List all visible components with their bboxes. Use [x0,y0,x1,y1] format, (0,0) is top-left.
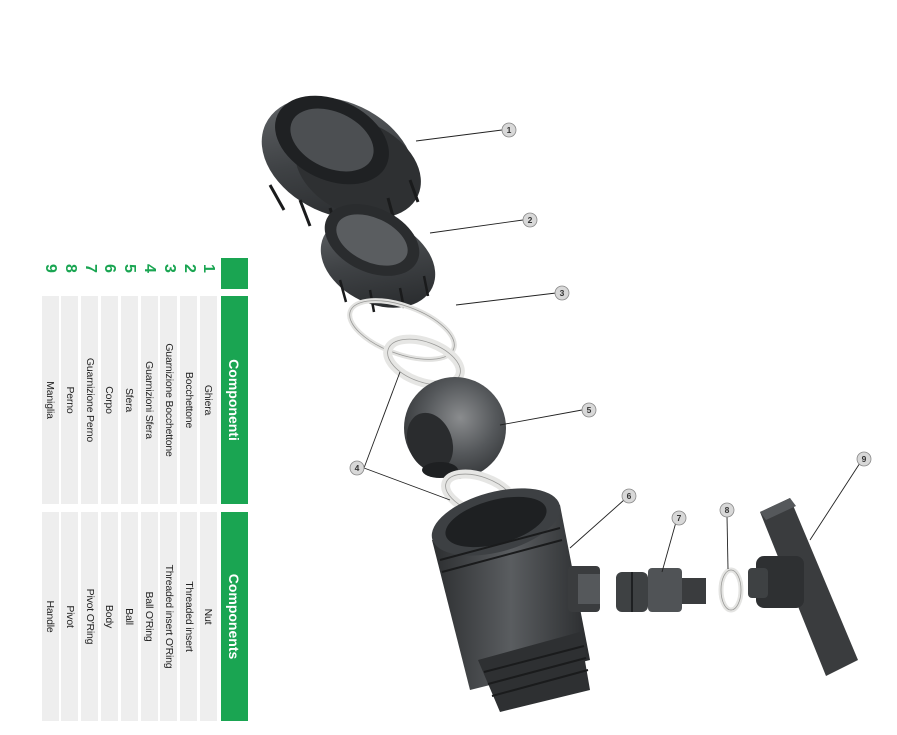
callout-7: 7 [671,510,687,526]
row-italian-name: Guarnizioni Sfera [140,296,158,504]
row-number: 9 [42,264,60,273]
row-italian-name: Bocchettone [180,296,198,504]
row-number: 5 [121,264,139,273]
row-english-name: Nut [200,512,217,721]
row-italian-name: Ghiera [200,296,217,504]
row-number: 1 [200,264,218,273]
row-english-name: Pivot O'Ring [81,512,99,721]
row-number: 4 [141,264,159,273]
part-ball-oring-upper-edge [387,338,461,386]
callout-7-label: 7 [677,513,682,523]
callout-2: 2 [522,212,538,228]
part-threaded-insert [320,204,436,313]
row-italian-name: Maniglia [41,296,59,504]
callout-1-label: 1 [507,125,512,135]
row-italian-name: Perno [61,296,79,504]
table-header-english: Components [221,512,248,721]
row-english-name: Threaded insert O'Ring [160,512,178,721]
part-nut [261,95,421,233]
part-pivot [616,568,706,612]
table-header-italian: Componenti [221,296,248,504]
callout-9: 9 [856,451,872,467]
callout-8-label: 8 [725,505,730,515]
part-ball [404,377,506,479]
row-italian-name: Guarnizione Bocchettone [160,296,178,504]
row-number: 2 [180,264,198,273]
callout-4-label: 4 [355,463,360,473]
row-italian-name: Corpo [101,296,118,504]
row-number: 6 [101,264,119,273]
row-number: 7 [81,264,99,273]
callout-6-label: 6 [627,491,632,501]
row-english-name: Handle [41,512,59,721]
row-english-name: Threaded insert [180,512,198,721]
part-handle [748,498,858,676]
callout-9-label: 9 [862,454,867,464]
row-italian-name: Sfera [120,296,138,504]
row-english-name: Ball [120,512,138,721]
row-english-name: Ball O'Ring [140,512,158,721]
table-header-num [221,258,248,289]
callout-1: 1 [501,122,517,138]
row-english-name: Pivot [61,512,79,721]
callout-4: 4 [349,460,365,476]
callout-5-label: 5 [587,405,592,415]
part-threaded-insert-oring-edge [349,300,455,360]
leader-lines [363,129,861,573]
table-header-row: Componenti Components [221,258,248,721]
row-italian-name: Guarnizione Perno [81,296,99,504]
callout-6: 6 [621,488,637,504]
callout-5: 5 [581,402,597,418]
row-number: 8 [61,264,79,273]
row-number: 3 [160,264,178,273]
part-pivot-oring-edge [720,569,742,611]
callout-8: 8 [719,502,735,518]
callout-3: 3 [554,285,570,301]
callout-3-label: 3 [560,288,565,298]
part-body [431,488,600,712]
row-english-name: Body [101,512,118,721]
callout-2-label: 2 [528,215,533,225]
